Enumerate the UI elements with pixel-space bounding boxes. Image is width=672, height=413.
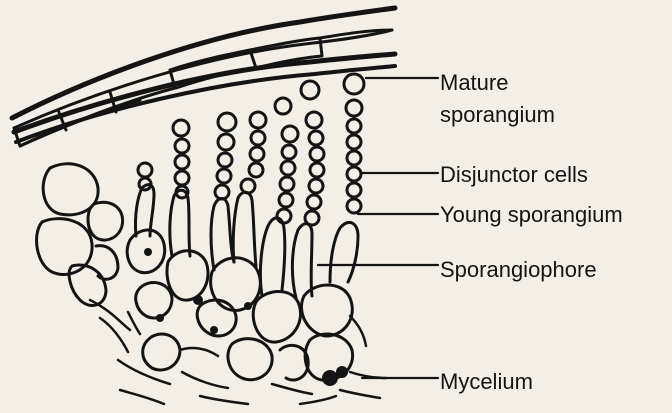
mycelium-network xyxy=(90,300,386,404)
sporangiophores xyxy=(127,185,358,381)
label-mature-sporangium: Mature xyxy=(440,70,508,96)
label-disjunctor-cells: Disjunctor cells xyxy=(440,162,588,188)
host-cells xyxy=(37,164,123,306)
label-mycelium: Mycelium xyxy=(440,369,533,395)
epidermis xyxy=(12,8,395,146)
label-sporangiophore: Sporangiophore xyxy=(440,257,597,283)
label-mature-sporangium-line2: sporangium xyxy=(440,102,555,128)
label-young-sporangium: Young sporangium xyxy=(440,202,623,228)
